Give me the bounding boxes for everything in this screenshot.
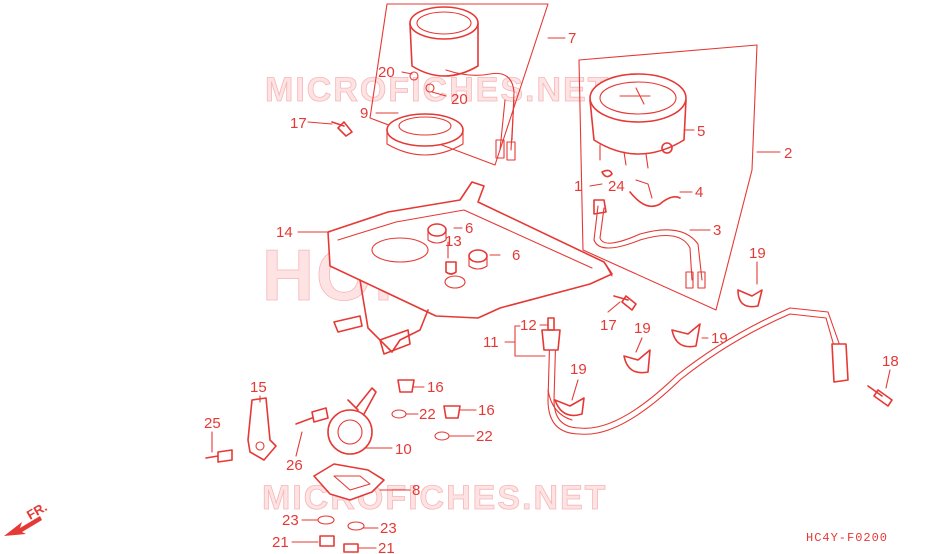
callout-19-right: 19 — [749, 245, 766, 262]
callout-20-lower: 20 — [451, 91, 468, 108]
speedometer-face — [589, 73, 687, 123]
callout-21-right: 21 — [378, 540, 395, 554]
assembly-box-2 — [578, 44, 758, 311]
assembly-box-7 — [369, 3, 549, 166]
bolt-17-upper — [331, 121, 353, 137]
callout-23-right: 23 — [380, 520, 397, 537]
callout-4: 4 — [695, 184, 703, 201]
meter-cushion-rubber — [386, 113, 464, 147]
speedometer-cable-11 — [541, 289, 893, 435]
callout-5: 5 — [697, 123, 705, 140]
callout-7: 7 — [568, 30, 576, 47]
watermark-bottom: MICROFICHES.NET — [262, 479, 607, 517]
callout-17-upper: 17 — [290, 115, 307, 132]
callout-19-middle: 19 — [634, 320, 651, 337]
callout-10: 10 — [395, 441, 412, 458]
callout-6-upper: 6 — [465, 220, 473, 237]
front-direction-indicator: FR. — [4, 499, 50, 536]
horn-10 — [327, 409, 373, 455]
tachometer-assembly-group — [331, 3, 549, 166]
diagram-code: HC4Y-F0200 — [806, 531, 888, 545]
callout-6-lower: 6 — [512, 247, 520, 264]
callout-11: 11 — [483, 334, 499, 351]
callout-3: 3 — [713, 222, 721, 239]
callout-22-lower: 22 — [476, 428, 493, 445]
callout-16-lower: 16 — [478, 402, 495, 419]
callout-12: 12 — [520, 317, 537, 334]
callout-8: 8 — [412, 482, 420, 499]
callout-2: 2 — [784, 145, 792, 162]
callout-16-upper: 16 — [427, 379, 444, 396]
leader-lines — [211, 37, 891, 549]
callout-20-upper: 20 — [378, 64, 395, 81]
callout-19-left: 19 — [570, 361, 587, 378]
horn-group — [205, 379, 461, 553]
callout-26: 26 — [286, 457, 303, 474]
speedometer-assembly-group — [578, 44, 758, 311]
callout-23-left: 23 — [282, 512, 299, 529]
callout-9: 9 — [360, 105, 368, 122]
hose-4 — [629, 191, 681, 208]
horn-bracket-15 — [247, 397, 277, 461]
callout-15: 15 — [250, 379, 267, 396]
watermark-top: MICROFICHES.NET — [265, 71, 610, 109]
bracket-8 — [313, 463, 385, 501]
callout-24: 24 — [608, 178, 625, 195]
callout-18: 18 — [882, 353, 899, 370]
callout-17-lower: 17 — [600, 317, 617, 334]
callouts: 7 2 5 4 3 1 24 20 20 9 17 14 6 6 13 12 1… — [204, 30, 899, 554]
meter-bracket-14 — [327, 181, 613, 355]
front-arrow-icon — [4, 516, 42, 536]
callout-25: 25 — [204, 415, 221, 432]
callout-13: 13 — [445, 233, 462, 250]
front-label: FR. — [24, 499, 50, 522]
callout-22-upper: 22 — [419, 406, 436, 423]
callout-19-center: 19 — [711, 330, 728, 347]
callout-14: 14 — [276, 224, 293, 241]
callout-1: 1 — [574, 178, 582, 195]
callout-21-left: 21 — [272, 534, 289, 551]
